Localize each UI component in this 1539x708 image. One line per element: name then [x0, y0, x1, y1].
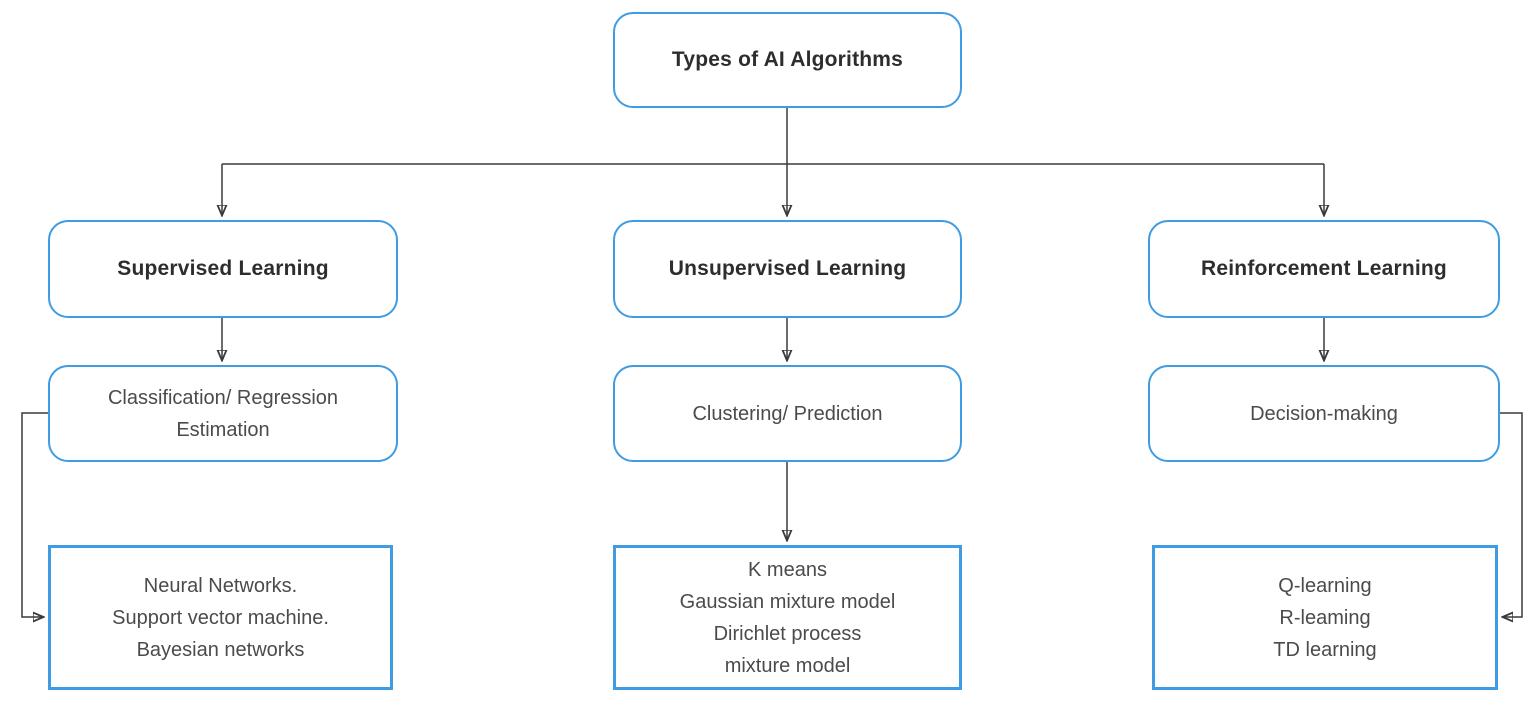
task-line: Decision-making [1250, 402, 1398, 425]
algorithm-line: R-leaming [1279, 606, 1371, 629]
connector-task-to-algorithms-right [1500, 412, 1523, 617]
task-node-clustering-prediction: Clustering/ Prediction [613, 365, 962, 462]
algorithm-line: mixture model [724, 654, 851, 677]
algorithms-node-supervised: Neural Networks. Support vector machine.… [48, 545, 393, 690]
task-line: Estimation [176, 418, 270, 441]
task-node-classification-regression: Classification/ Regression Estimation [48, 365, 398, 462]
algorithm-line: Support vector machine. [112, 606, 329, 629]
category-node-supervised-learning: Supervised Learning [48, 220, 398, 318]
algorithm-line: Gaussian mixture model [679, 590, 896, 613]
category-node-unsupervised-learning: Unsupervised Learning [613, 220, 962, 318]
algorithm-line: Neural Networks. [143, 574, 298, 597]
category-label: Reinforcement Learning [1201, 257, 1447, 280]
task-node-decision-making: Decision-making [1148, 365, 1500, 462]
category-label: Unsupervised Learning [668, 257, 907, 280]
algorithm-line: Dirichlet process [713, 622, 862, 645]
category-node-reinforcement-learning: Reinforcement Learning [1148, 220, 1500, 318]
algorithms-node-unsupervised: K means Gaussian mixture model Dirichlet… [613, 545, 962, 690]
algorithm-line: K means [748, 558, 827, 581]
task-line: Clustering/ Prediction [692, 402, 883, 425]
connector-task-to-algorithms-left [21, 412, 48, 617]
root-node-label: Types of AI Algorithms [671, 48, 904, 71]
root-node: Types of AI Algorithms [613, 12, 962, 108]
algorithm-line: Q-learning [1278, 574, 1372, 597]
category-label: Supervised Learning [117, 257, 329, 280]
task-line: Classification/ Regression [107, 386, 339, 409]
algorithm-line: TD learning [1273, 638, 1377, 661]
algorithm-line: Bayesian networks [136, 638, 305, 661]
algorithms-node-reinforcement: Q-learning R-leaming TD learning [1152, 545, 1498, 690]
